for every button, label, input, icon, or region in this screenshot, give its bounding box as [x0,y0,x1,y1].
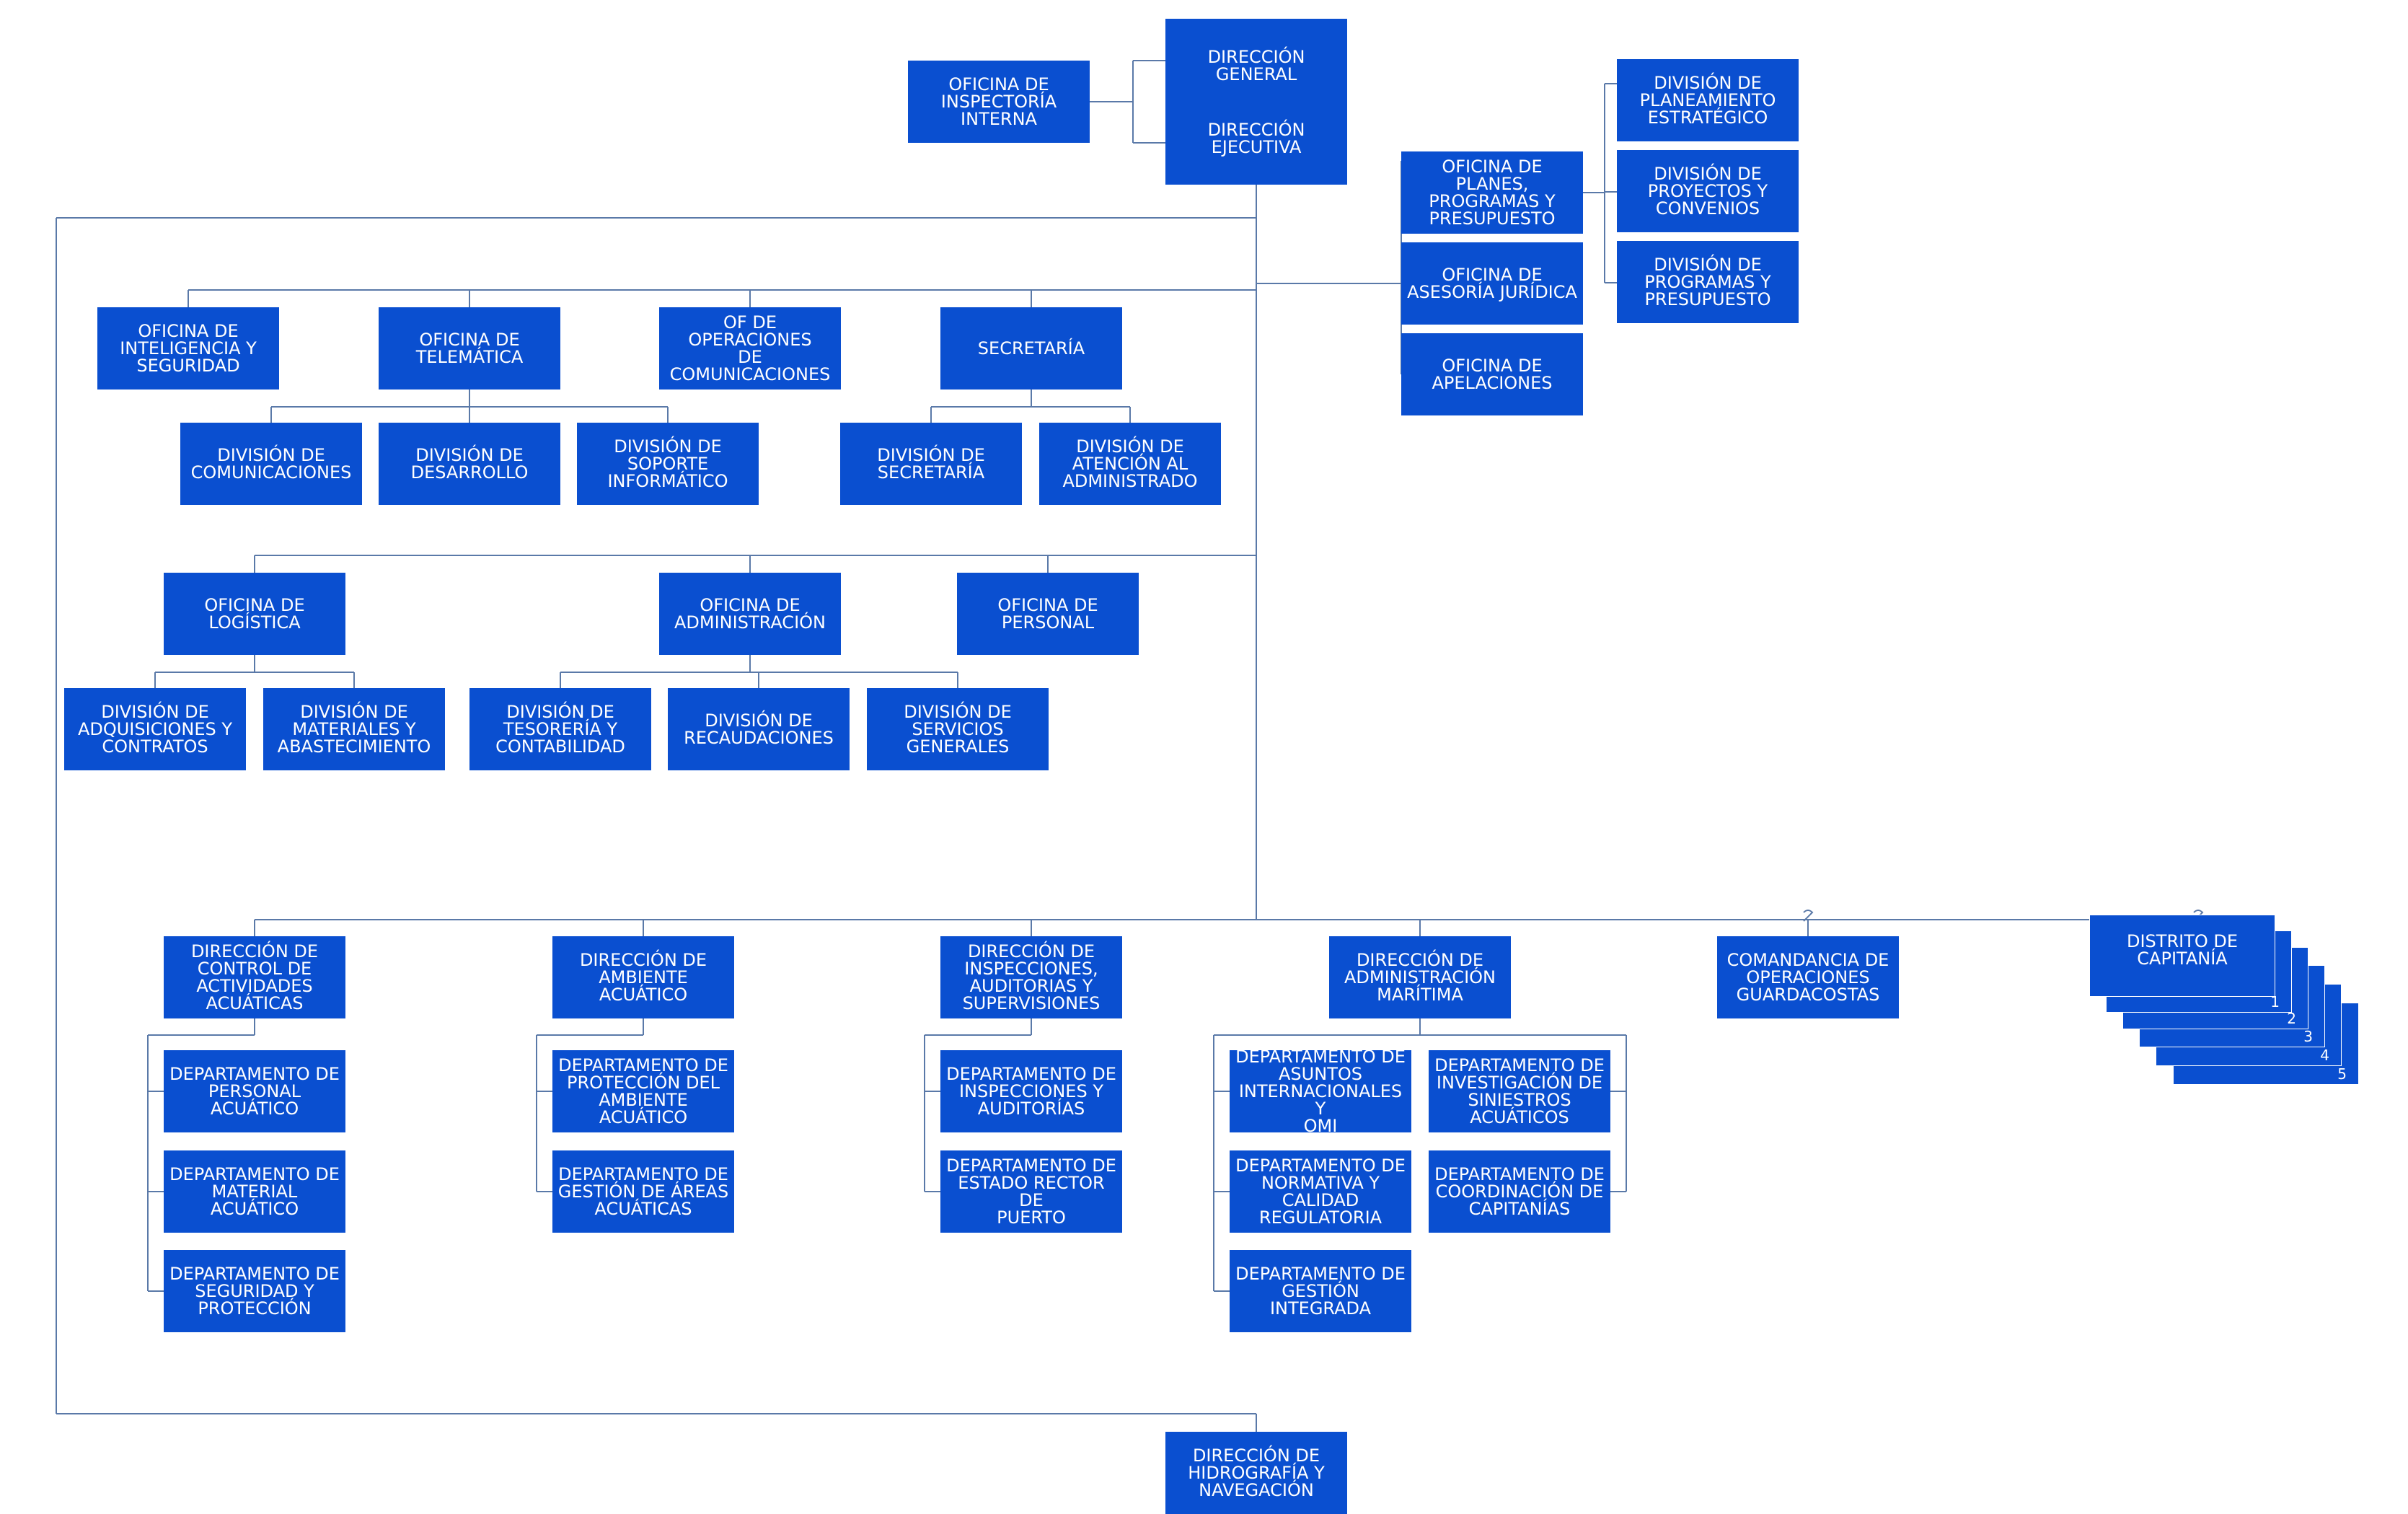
comandancia-guardacostas[interactable]: COMANDANCIA DE OPERACIONES GUARDACOSTAS [1717,936,1899,1018]
direccion-general-box[interactable]: DIRECCIÓN GENERAL DIRECCIÓN EJECUTIVA [1165,19,1347,185]
division-materiales-abastecimiento[interactable]: DIVISIÓN DE MATERIALES Y ABASTECIMIENTO [263,688,445,770]
direccion-administracion-maritima[interactable]: DIRECCIÓN DE ADMINISTRACIÓN MARÍTIMA [1329,936,1511,1018]
division-planeamiento-estrategico[interactable]: DIVISIÓN DE PLANEAMIENTO ESTRATÉGICO [1617,59,1799,141]
departamento-coordinacion-capitanias[interactable]: DEPARTAMENTO DE COORDINACIÓN DE CAPITANÍ… [1429,1150,1610,1233]
direccion-ejecutiva-label: DIRECCIÓN EJECUTIVA [1207,119,1305,157]
division-tesoreria-contabilidad[interactable]: DIVISIÓN DE TESORERÍA Y CONTABILIDAD [469,688,651,770]
departamento-proteccion-ambiente[interactable]: DEPARTAMENTO DE PROTECCIÓN DEL AMBIENTE … [552,1050,734,1132]
division-adquisiciones-contratos[interactable]: DIVISIÓN DE ADQUISICIONES Y CONTRATOS [64,688,246,770]
departamento-personal-acuatico[interactable]: DEPARTAMENTO DE PERSONAL ACUÁTICO [164,1050,345,1132]
division-atencion-administrado[interactable]: DIVISIÓN DE ATENCIÓN AL ADMINISTRADO [1039,423,1221,505]
oficina-administracion[interactable]: OFICINA DE ADMINISTRACIÓN [659,573,841,655]
departamento-normativa-calidad[interactable]: DEPARTAMENTO DE NORMATIVA Y CALIDAD REGU… [1230,1150,1411,1233]
division-soporte-informatico[interactable]: DIVISIÓN DE SOPORTE INFORMÁTICO [577,423,759,505]
direccion-control-actividades[interactable]: DIRECCIÓN DE CONTROL DE ACTIVIDADES ACUÁ… [164,936,345,1018]
oficina-operaciones-comunicaciones[interactable]: OF DE OPERACIONES DE COMUNICACIONES [659,307,841,389]
secretaria[interactable]: SECRETARÍA [940,307,1122,389]
departamento-investigacion-siniestros[interactable]: DEPARTAMENTO DE INVESTIGACIÓN DE SINIEST… [1429,1050,1610,1132]
departamento-seguridad-proteccion[interactable]: DEPARTAMENTO DE SEGURIDAD Y PROTECCIÓN [164,1250,345,1332]
oficina-inspectoria-interna[interactable]: OFICINA DE INSPECTORÍA INTERNA [908,61,1090,143]
direccion-general-label: DIRECCIÓN GENERAL [1207,46,1305,84]
division-proyectos-convenios[interactable]: DIVISIÓN DE PROYECTOS Y CONVENIOS [1617,150,1799,232]
oficina-planes-programas[interactable]: OFICINA DE PLANES, PROGRAMAS Y PRESUPUES… [1401,151,1583,234]
division-comunicaciones[interactable]: DIVISIÓN DE COMUNICACIONES [180,423,362,505]
oficina-apelaciones[interactable]: OFICINA DE APELACIONES [1401,333,1583,415]
break-marker [1803,910,1814,922]
oficina-logistica[interactable]: OFICINA DE LOGÍSTICA [164,573,345,655]
oficina-asesoria-juridica[interactable]: OFICINA DE ASESORÍA JURÍDICA [1401,242,1583,325]
direccion-inspecciones[interactable]: DIRECCIÓN DE INSPECCIONES, AUDITORIAS Y … [940,936,1122,1018]
departamento-asuntos-internacionales[interactable]: DEPARTAMENTO DE ASUNTOS INTERNACIONALES … [1230,1050,1411,1132]
division-recaudaciones[interactable]: DIVISIÓN DE RECAUDACIONES [668,688,850,770]
distrito-capitania[interactable]: DISTRITO DE CAPITANÍA [2089,915,2275,997]
departamento-gestion-integrada[interactable]: DEPARTAMENTO DE GESTIÓN INTEGRADA [1230,1250,1411,1332]
oficina-inteligencia-seguridad[interactable]: OFICINA DE INTELIGENCIA Y SEGURIDAD [97,307,279,389]
division-programas-presupuesto[interactable]: DIVISIÓN DE PROGRAMAS Y PRESUPUESTO [1617,241,1799,323]
departamento-estado-rector[interactable]: DEPARTAMENTO DE ESTADO RECTOR DE PUERTO [940,1150,1122,1233]
division-servicios-generales[interactable]: DIVISIÓN DE SERVICIOS GENERALES [867,688,1049,770]
oficina-telematica[interactable]: OFICINA DE TELEMÁTICA [379,307,560,389]
direccion-ambiente-acuatico[interactable]: DIRECCIÓN DE AMBIENTE ACUÁTICO [552,936,734,1018]
oficina-personal[interactable]: OFICINA DE PERSONAL [957,573,1139,655]
departamento-inspecciones-auditorias[interactable]: DEPARTAMENTO DE INSPECCIONES Y AUDITORÍA… [940,1050,1122,1132]
division-desarrollo[interactable]: DIVISIÓN DE DESARROLLO [379,423,560,505]
division-secretaria[interactable]: DIVISIÓN DE SECRETARÍA [840,423,1022,505]
departamento-material-acuatico[interactable]: DEPARTAMENTO DE MATERIAL ACUÁTICO [164,1150,345,1233]
departamento-gestion-areas[interactable]: DEPARTAMENTO DE GESTIÓN DE ÁREAS ACUÁTIC… [552,1150,734,1233]
direccion-hidrografia-navegacion[interactable]: DIRECCIÓN DE HIDROGRAFÍA Y NAVEGACIÓN [1165,1432,1347,1514]
